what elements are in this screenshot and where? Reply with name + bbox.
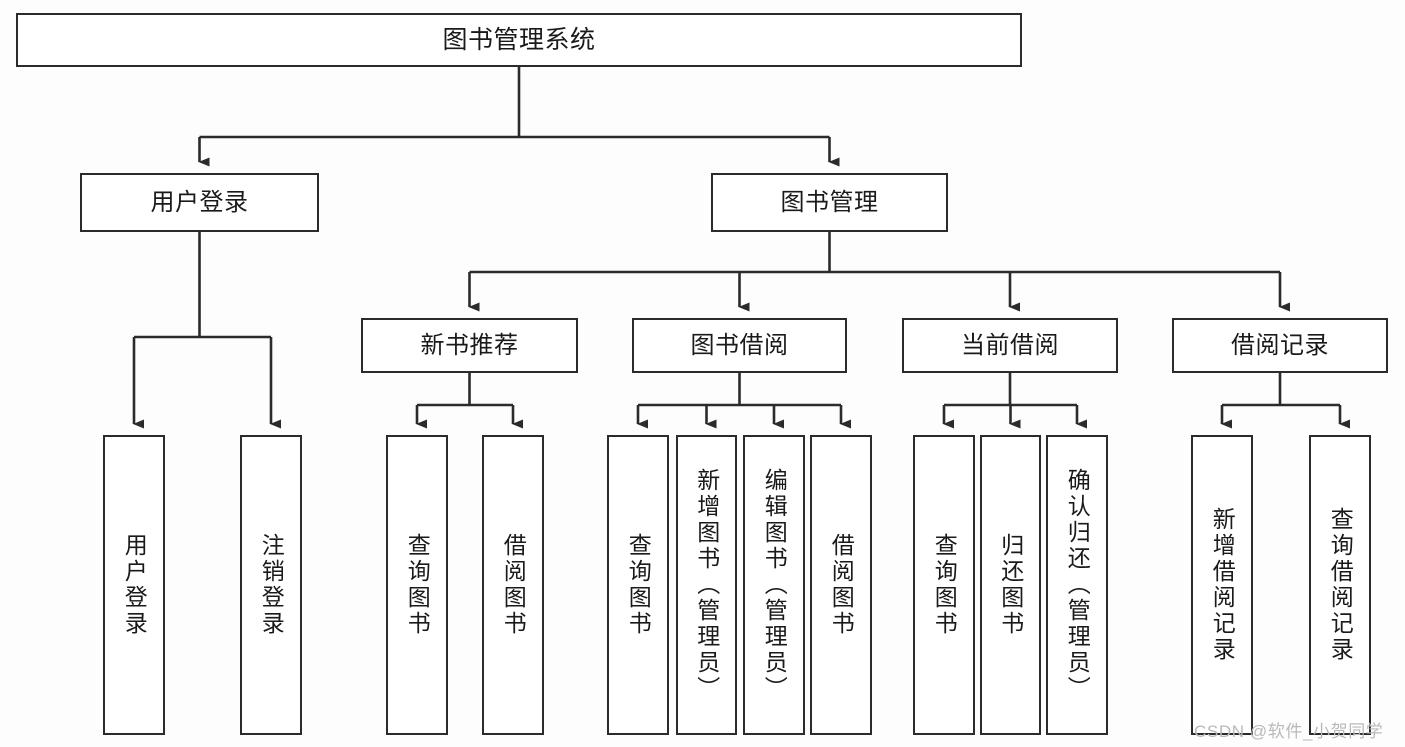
node-label: 用户登录	[150, 188, 249, 216]
node-leaf-logout[interactable]: 注销登录	[240, 435, 302, 735]
node-label: 查询图书	[931, 533, 958, 637]
node-borrow-record[interactable]: 借阅记录	[1172, 318, 1388, 373]
node-label: 新增图书（管理员）	[693, 468, 720, 702]
node-label: 查询图书	[404, 533, 431, 637]
node-label: 注销登录	[258, 533, 285, 637]
node-label: 查询图书	[625, 533, 652, 637]
node-label: 归还图书	[997, 533, 1024, 637]
node-leaf-return-book[interactable]: 归还图书	[980, 435, 1041, 735]
node-label: 当前借阅	[961, 331, 1059, 359]
node-label: 借阅图书	[828, 533, 855, 637]
node-leaf-query-book-3[interactable]: 查询图书	[913, 435, 975, 735]
node-leaf-user-login[interactable]: 用户登录	[103, 435, 165, 735]
node-label: 图书借阅	[690, 331, 789, 359]
node-leaf-add-record[interactable]: 新增借阅记录	[1191, 435, 1253, 735]
node-label: 查询借阅记录	[1327, 507, 1354, 663]
node-label: 新书推荐	[420, 331, 519, 359]
node-leaf-query-book-1[interactable]: 查询图书	[386, 435, 448, 735]
node-label: 新增借阅记录	[1209, 507, 1236, 663]
node-root[interactable]: 图书管理系统	[16, 13, 1022, 67]
node-book-manage[interactable]: 图书管理	[711, 173, 948, 232]
node-leaf-query-record[interactable]: 查询借阅记录	[1309, 435, 1371, 735]
node-label: 编辑图书（管理员）	[761, 468, 788, 702]
edge-group	[132, 67, 1350, 429]
node-new-book-rec[interactable]: 新书推荐	[361, 318, 578, 373]
node-label: 图书管理	[780, 188, 879, 216]
node-label: 借阅图书	[500, 533, 527, 637]
node-leaf-borrow-book-1[interactable]: 借阅图书	[482, 435, 544, 735]
node-leaf-confirm-return[interactable]: 确认归还（管理员）	[1046, 435, 1108, 735]
node-label: 借阅记录	[1231, 331, 1329, 359]
node-leaf-borrow-book-2[interactable]: 借阅图书	[810, 435, 872, 735]
node-leaf-add-book[interactable]: 新增图书（管理员）	[676, 435, 737, 735]
node-label: 图书管理系统	[442, 25, 596, 54]
node-current-borrow[interactable]: 当前借阅	[902, 318, 1118, 373]
node-leaf-edit-book[interactable]: 编辑图书（管理员）	[743, 435, 805, 735]
node-label: 用户登录	[121, 533, 148, 637]
node-book-borrow[interactable]: 图书借阅	[632, 318, 847, 373]
node-label: 确认归还（管理员）	[1064, 468, 1091, 702]
node-leaf-query-book-2[interactable]: 查询图书	[607, 435, 669, 735]
node-user-login[interactable]: 用户登录	[80, 173, 319, 232]
